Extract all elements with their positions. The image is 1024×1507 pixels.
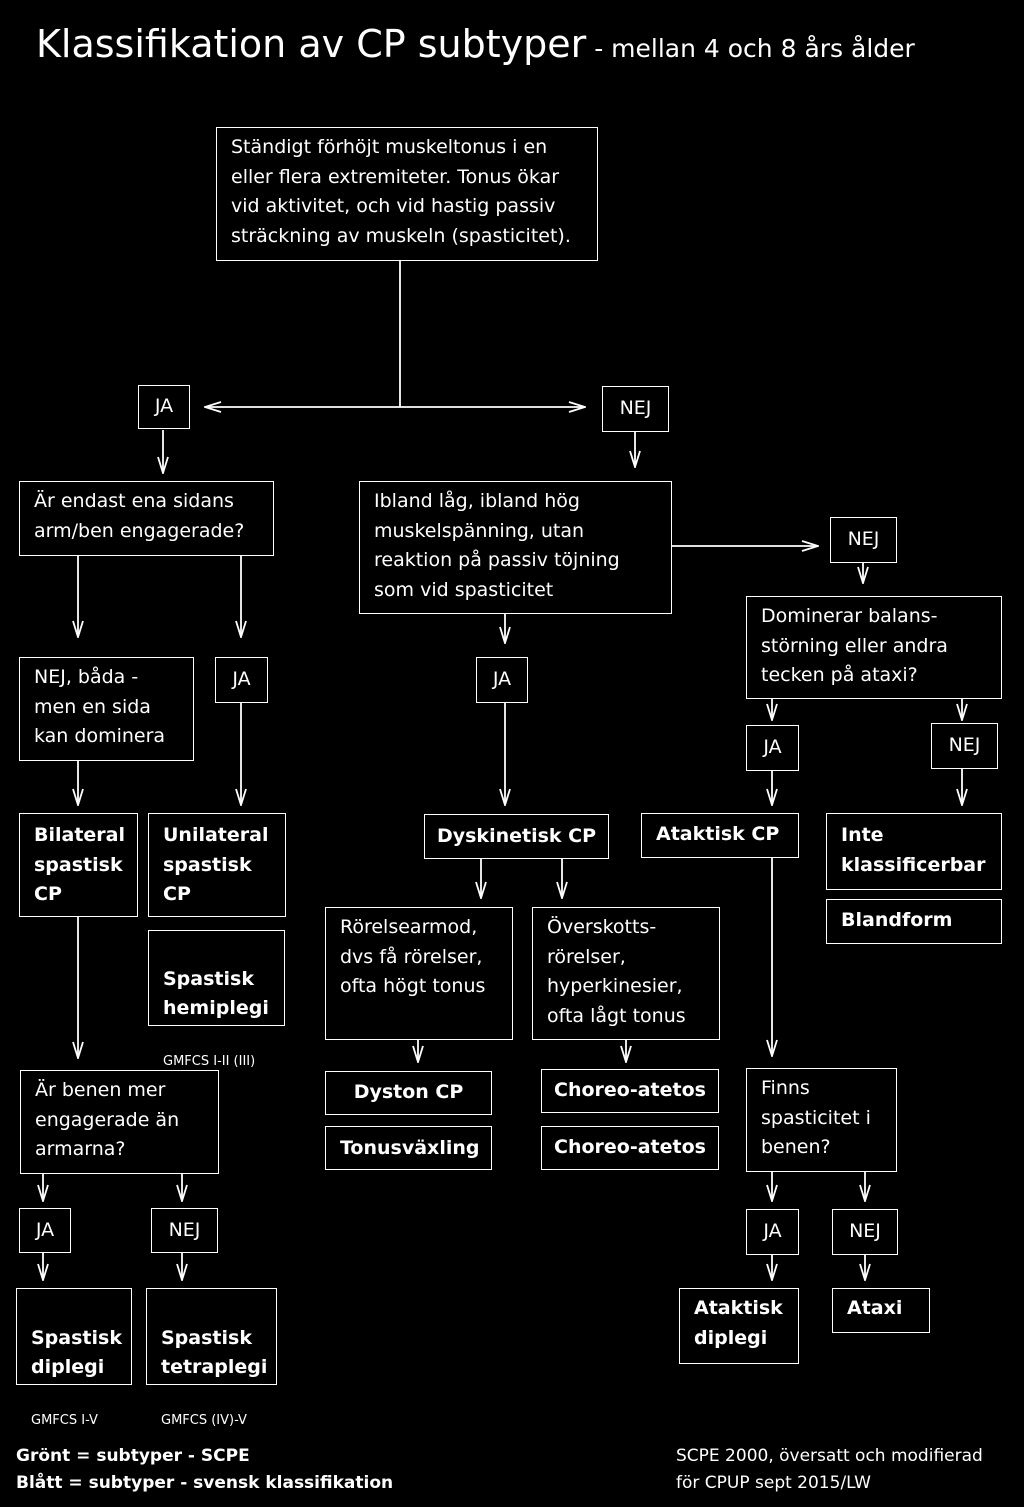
choreo-atetos-box-2: Choreo-atetos	[541, 1126, 719, 1170]
nej-ataxi-box: NEJ	[931, 723, 998, 769]
spastisk-hemiplegi-box: Spastisk hemiplegi GMFCS I-II (III)	[148, 930, 285, 1069]
ja-main-box: JA	[138, 385, 190, 429]
overskottsrorelser-box: Överskotts-rörelser, hyperkinesier, ofta…	[532, 907, 720, 1040]
rorelsearmod-box: Rörelsearmod, dvs få rörelser, ofta högt…	[325, 907, 513, 1040]
legend-blue: Blått = subtyper - svensk klassifikation	[16, 1473, 394, 1493]
ja-benen-box: JA	[19, 1208, 71, 1253]
tetraplegi-gmfcs: GMFCS (IV)-V	[161, 1413, 247, 1428]
source-line-2: för CPUP sept 2015/LW	[676, 1473, 871, 1493]
bilateral-spastisk-box: Bilateral spastisk CP	[19, 813, 138, 917]
ja-dysk-box: JA	[476, 657, 528, 703]
page-title: Klassifikation av CP subtyper - mellan 4…	[36, 22, 915, 66]
dyskinetisk-cp-box: Dyskinetisk CP	[424, 814, 609, 859]
diplegi-gmfcs: GMFCS I-V	[31, 1413, 98, 1428]
nej-both-box: NEJ, båda - men en sida kan dominera	[19, 657, 194, 761]
diplegi-label: Spastisk diplegi	[31, 1326, 122, 1379]
legend-green: Grönt = subtyper - SCPE	[16, 1446, 250, 1466]
ja-uni-box: JA	[215, 657, 268, 703]
source-note: SCPE 2000, översatt och modifierad för C…	[676, 1443, 983, 1497]
q-dyskinetic-box: Ibland låg, ibland hög muskelspänning, u…	[359, 481, 672, 614]
q-benen-box: Är benen mer engagerade än armarna?	[20, 1070, 219, 1174]
tonusvaxling-box: Tonusväxling	[325, 1126, 492, 1170]
source-line-1: SCPE 2000, översatt och modifierad	[676, 1446, 983, 1466]
title-subtitle: - mellan 4 och 8 års ålder	[586, 34, 915, 63]
inte-klassificerbar-box: Inte klassificerbar	[826, 813, 1002, 890]
ataxi-box: Ataxi	[832, 1288, 930, 1333]
title-main: Klassifikation av CP subtyper	[36, 22, 587, 66]
ataktisk-diplegi-box: Ataktisk diplegi	[679, 1288, 799, 1364]
color-legend: Grönt = subtyper - SCPE Blått = subtyper…	[16, 1443, 393, 1497]
spastisk-diplegi-box: Spastisk diplegi GMFCS I-V	[16, 1288, 132, 1428]
tetraplegi-label: Spastisk tetraplegi	[161, 1326, 268, 1379]
hemiplegi-gmfcs: GMFCS I-II (III)	[163, 1054, 256, 1069]
q-spasticitet-benen-box: Finns spasticitet i benen?	[746, 1068, 897, 1172]
hemiplegi-label: Spastisk hemiplegi	[163, 967, 269, 1020]
ataktisk-cp-box: Ataktisk CP	[641, 813, 799, 858]
q-ataxi-box: Dominerar balans-störning eller andra te…	[746, 596, 1002, 699]
root-criterion-box: Ständigt förhöjt muskeltonus i en eller …	[216, 127, 598, 261]
choreo-atetos-box-1: Choreo-atetos	[541, 1069, 719, 1113]
q-unilateral-box: Är endast ena sidans arm/ben engagerade?	[19, 481, 274, 556]
nej-dysk-box: NEJ	[830, 517, 897, 563]
unilateral-spastisk-box: Unilateral spastisk CP	[148, 813, 286, 917]
dyston-cp-box: Dyston CP	[325, 1071, 492, 1115]
nej-benen-box: NEJ	[151, 1208, 218, 1253]
blandform-box: Blandform	[826, 899, 1002, 944]
spastisk-tetraplegi-box: Spastisk tetraplegi GMFCS (IV)-V	[146, 1288, 277, 1428]
nej-spast-box: NEJ	[832, 1209, 898, 1255]
ja-spast-box: JA	[746, 1209, 799, 1255]
nej-main-box: NEJ	[602, 386, 669, 432]
ja-ataxi-box: JA	[746, 725, 799, 771]
